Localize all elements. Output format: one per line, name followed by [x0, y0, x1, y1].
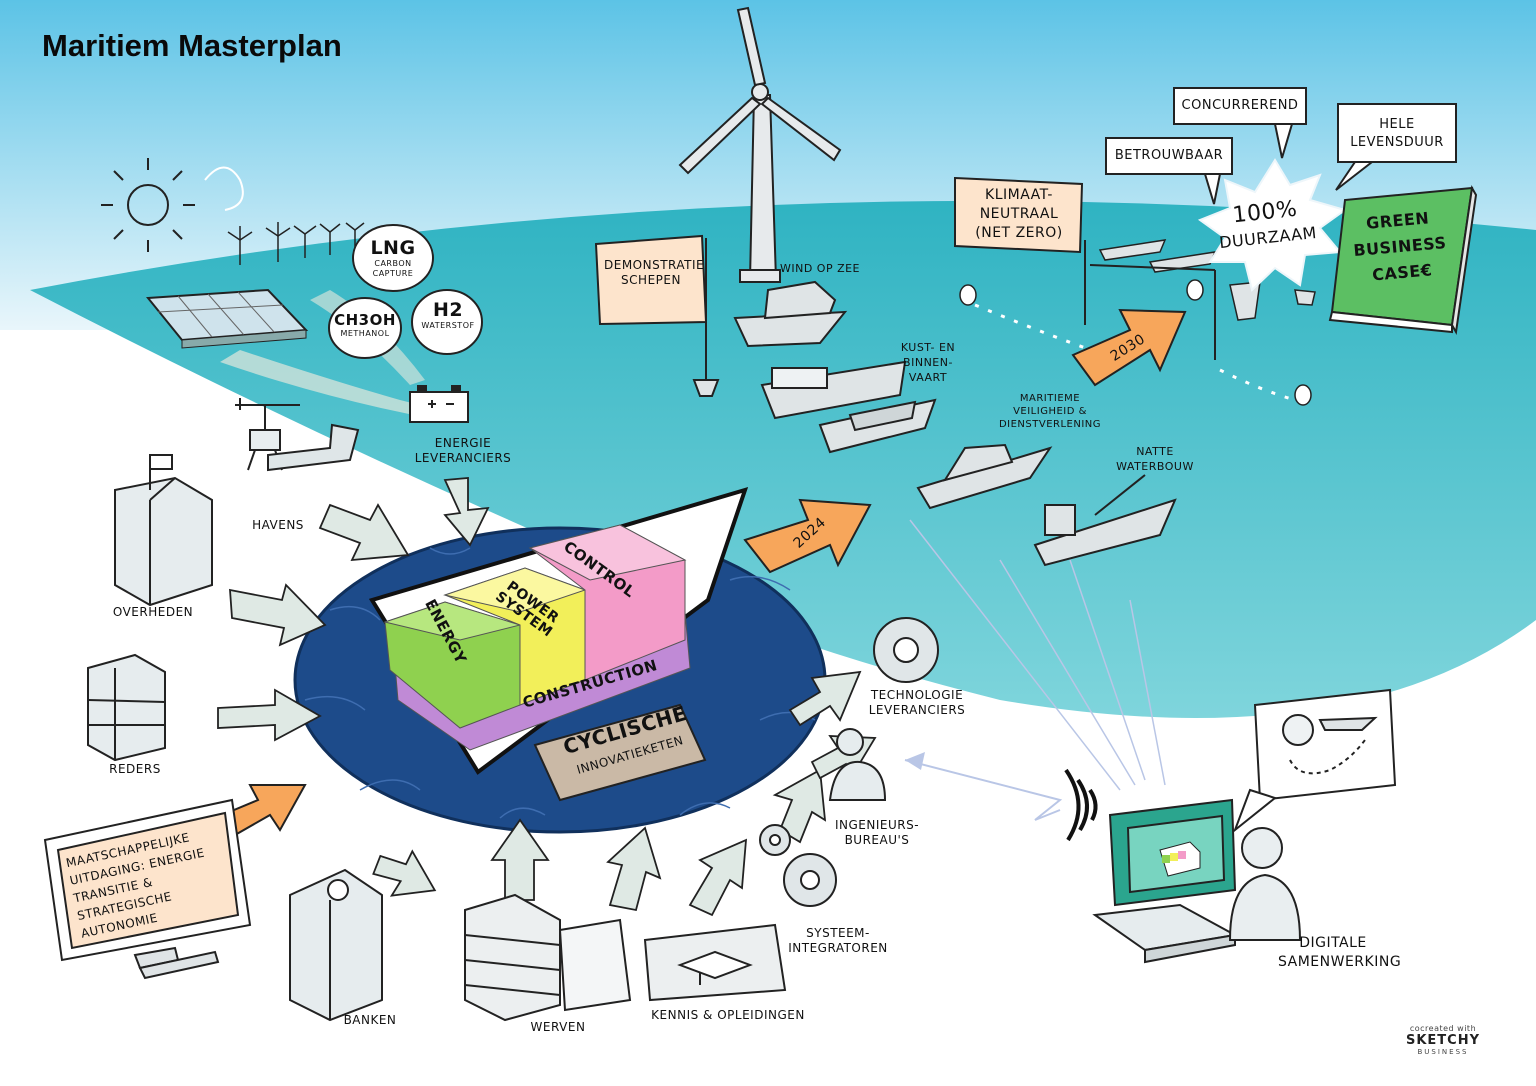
- overheden-label: OVERHEDEN: [112, 605, 194, 619]
- arrow-maatschappelijk: [220, 784, 307, 837]
- building-icon: [114, 454, 213, 607]
- hydrogen-label: H2: [432, 299, 464, 321]
- crane-icon: [235, 398, 360, 472]
- computer-icon: [1092, 798, 1239, 964]
- buoy-icon: [959, 279, 1312, 406]
- monitor-icon: [43, 798, 252, 980]
- signal-rays: [909, 519, 1166, 791]
- digitale-label: DIGITALE SAMENWERKING: [1278, 935, 1402, 970]
- control-block-top: [528, 524, 687, 581]
- technologie-label: TECHNOLOGIE LEVERANCIERS: [868, 688, 966, 717]
- levensduur-label: HELE LEVENSDUUR: [1350, 117, 1444, 150]
- speech-bubbles: [1105, 87, 1457, 205]
- cyclische-plate: [533, 703, 707, 802]
- coastal-ships: [760, 360, 937, 454]
- fuel-bubbles: [328, 224, 483, 359]
- demonstratie-label: DEMONSTRATIE SCHEPEN: [604, 258, 705, 287]
- cargo-blocks: [383, 524, 691, 751]
- werven-label: WERVEN: [530, 1020, 586, 1034]
- sun-icon: [101, 158, 244, 252]
- waterbouw-label: NATTE WATERBOUW: [1116, 445, 1194, 473]
- wifi-signal-icon: [1064, 768, 1098, 842]
- energie-label: ENERGIE LEVERANCIERS: [414, 436, 512, 465]
- distant-ships: [1098, 239, 1316, 321]
- big-wind-turbine-icon: [678, 6, 842, 283]
- credit-line: cocreated with: [1409, 1024, 1477, 1033]
- klimaat-board: [954, 176, 1084, 254]
- thought-screen: [1232, 688, 1397, 834]
- green-business-label: GREEN BUSINESS CASE€: [1352, 208, 1448, 285]
- green-business-book: [1328, 184, 1478, 336]
- demonstratie-flag: [594, 234, 708, 326]
- reders-label: REDERS: [109, 762, 161, 776]
- stakeholder-arrows: [217, 477, 877, 917]
- veiligheid-label: MARITIEME VEILIGHEID & DIENSTVERLENING: [998, 393, 1102, 430]
- gear-icon: [759, 617, 939, 907]
- demonstration-ship: [733, 280, 848, 348]
- credit-brand-sub: BUSINESS: [1417, 1048, 1469, 1056]
- dredger-ship: [1033, 474, 1177, 567]
- buoy-route: [974, 303, 1121, 362]
- cloud-link-arrow: [904, 759, 1063, 821]
- energy-flow-path: [220, 350, 440, 420]
- concurrerend-label: CONCURREREND: [1181, 98, 1299, 113]
- arrow-2030: [1071, 308, 1187, 387]
- cloud-link-arrowhead: [905, 752, 925, 770]
- starburst: [1197, 158, 1348, 292]
- solar-panel-icon: [146, 288, 309, 349]
- reders-building-icon: [87, 653, 166, 762]
- hydrogen-sublabel: WATERSTOF: [421, 321, 475, 330]
- page-title: Maritiem Masterplan: [42, 28, 342, 63]
- klimaat-label: KLIMAAT- NEUTRAAL (NET ZERO): [975, 187, 1063, 241]
- graduation-cap-icon: [677, 950, 753, 985]
- ingenieurs-label: INGENIEURS- BUREAU'S: [834, 818, 920, 847]
- battery-icon: [409, 385, 469, 423]
- buoy-route-2: [1219, 368, 1296, 402]
- methanol-bubble: CH3OH METHANOL: [330, 312, 400, 339]
- betrouwbaar-label: BETROUWBAAR: [1114, 148, 1224, 163]
- lng-bubble: LNG CARBON CAPTURE: [358, 238, 428, 279]
- credit: cocreated with SKETCHY BUSINESS: [1398, 1024, 1488, 1056]
- havens-label: HAVENS: [252, 518, 304, 532]
- methanol-sublabel: METHANOL: [340, 329, 390, 338]
- worker-person-icon: [1228, 827, 1302, 941]
- klimaat-sign-poles: [1084, 240, 1216, 360]
- arrow-2024: [743, 498, 872, 574]
- credit-brand: SKETCHY: [1405, 1033, 1481, 1048]
- kust-label: KUST- EN BINNEN- VAART: [900, 341, 956, 384]
- werven-filecabinet-icon: [464, 893, 632, 1022]
- safety-ship: [916, 443, 1053, 510]
- banken-label: BANKEN: [343, 1013, 397, 1027]
- engineer-person-icon: [828, 728, 887, 801]
- wind-op-zee-label: WIND OP ZEE: [779, 262, 861, 275]
- bank-icon: [289, 868, 383, 1022]
- hydrogen-bubble: H2 WATERSTOF: [414, 300, 482, 331]
- lng-label: LNG: [370, 237, 416, 259]
- kennis-label: KENNIS & OPLEIDINGEN: [651, 1008, 805, 1022]
- lng-sublabel: CARBON CAPTURE: [372, 259, 414, 278]
- methanol-label: CH3OH: [334, 311, 396, 329]
- systeem-label: SYSTEEM- INTEGRATOREN: [788, 926, 888, 955]
